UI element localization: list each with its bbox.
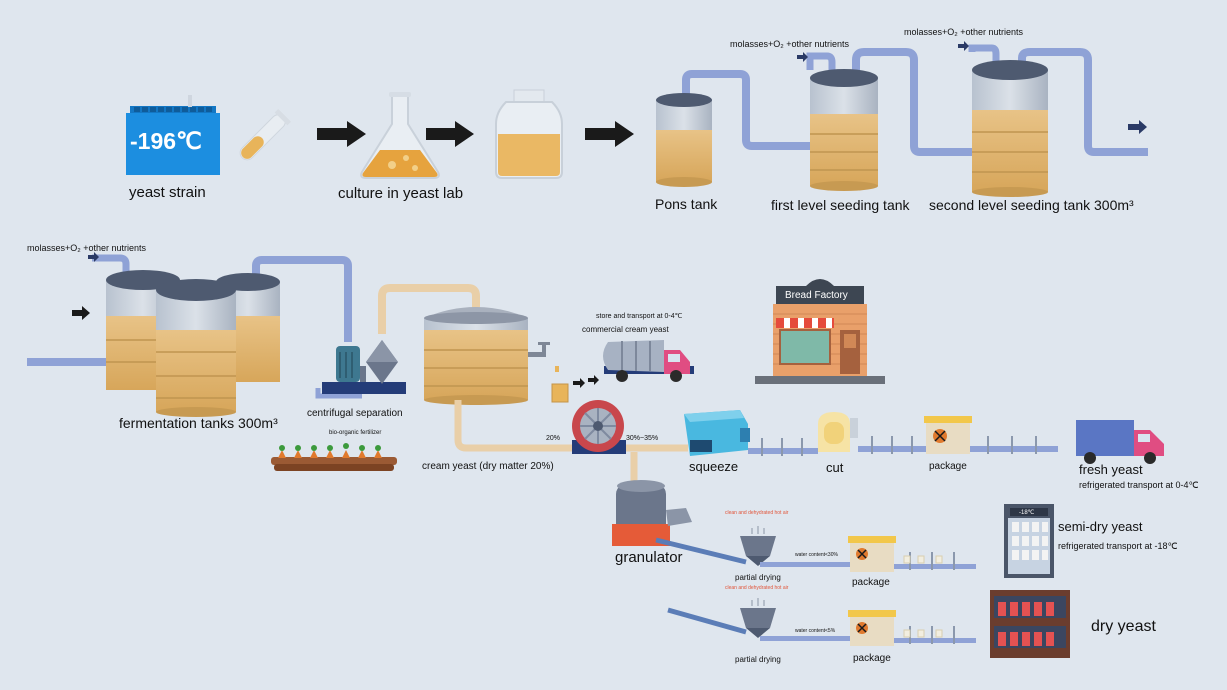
small-arrow-4 (88, 252, 99, 262)
bread-factory-illustration (755, 279, 885, 384)
freezer-box (126, 95, 220, 175)
rotary-filter-illustration (572, 400, 626, 454)
first-level-tank-label: first level seeding tank (771, 197, 910, 213)
hot-air-label-1: clean and dehydrated hot air (725, 510, 789, 516)
package-machine-1 (924, 416, 972, 454)
small-arrow-3 (1128, 120, 1147, 134)
cut-label: cut (826, 460, 844, 475)
arrow-1 (317, 121, 366, 147)
conical-flask (360, 92, 440, 179)
package-label-3: package (853, 653, 891, 664)
fermentation-tanks-label: fermentation tanks 300m³ (119, 415, 278, 431)
granulator-label: granulator (615, 549, 683, 566)
fertilizer-bed-illustration (271, 443, 397, 471)
pons-tank-illustration (656, 70, 810, 187)
commercial-cream-label: commercial cream yeast (582, 325, 669, 334)
dry-yeast-shelf (990, 590, 1070, 658)
centrifugal-separation-label: centrifugal separation (307, 408, 403, 419)
dryer-1 (740, 526, 776, 566)
small-arrow-1 (797, 52, 808, 62)
arrow-3 (585, 121, 634, 147)
partial-drying-label-1: partial drying (735, 573, 781, 582)
package-machine-2 (848, 536, 896, 572)
conveyor-package-out (970, 436, 1058, 454)
freezer-cabinet (1004, 504, 1054, 578)
cutter-illustration (818, 412, 858, 452)
cream-yeast-tank-illustration (424, 307, 569, 405)
semi-dry-yeast-label: semi-dry yeast (1058, 519, 1143, 534)
bread-factory-label: Bread Factory (785, 290, 848, 301)
cream-yeast-label: cream yeast (dry matter 20%) (422, 461, 554, 472)
pons-tank-label: Pons tank (655, 196, 718, 212)
hot-air-label-2: clean and dehydrated hot air (725, 585, 789, 591)
fermentation-tanks-illustration (106, 270, 280, 417)
second-seeding-tank-illustration (968, 44, 1148, 197)
culture-lab-label: culture in yeast lab (338, 185, 464, 202)
arrow-2 (426, 121, 474, 147)
pct-30-35-label: 30%~35% (626, 435, 659, 442)
conveyor-squeeze-cut (748, 438, 818, 456)
second-level-tank-label: second level seeding tank 300m³ (929, 197, 1134, 213)
water-5-label: water content<5% (795, 628, 836, 634)
pct-20-label: 20% (546, 435, 561, 442)
partial-drying-label-2: partial drying (735, 655, 781, 664)
centrifuge-illustration (322, 340, 406, 394)
squeeze-machine-illustration (684, 410, 750, 456)
culture-bottle (495, 89, 563, 179)
nutrients-label-3: molasses+O₂ +other nutrients (27, 243, 147, 253)
first-seeding-tank-illustration (806, 48, 975, 191)
package-label-2: package (852, 577, 890, 588)
refrigerated-fresh-label: refrigerated transport at 0-4℃ (1079, 480, 1199, 490)
tanker-truck-illustration (603, 340, 694, 382)
freezer-temp-label: -18℃ (1019, 510, 1035, 516)
granulator-illustration (612, 480, 692, 546)
yeast-strain-label: yeast strain (129, 184, 206, 201)
water-30-label: water content<30% (795, 552, 838, 558)
refrigerated-semi-label: refrigerated transport at -18℃ (1058, 541, 1178, 551)
squeeze-label: squeeze (689, 459, 739, 474)
bio-fertilizer-label: bio-organic fertilizer (329, 430, 382, 436)
nutrients-label-2: molasses+O₂ +other nutrients (904, 27, 1024, 37)
store-transport-label: store and transport at 0-4℃ (596, 313, 683, 320)
nutrients-label-1: molasses+O₂ +other nutrients (730, 39, 850, 49)
package-label-1: package (929, 461, 967, 472)
dry-yeast-label: dry yeast (1091, 618, 1156, 635)
dryer-2 (740, 598, 776, 638)
fresh-yeast-truck (1076, 420, 1164, 464)
test-tube (239, 109, 291, 161)
small-arrow-2 (958, 41, 969, 51)
conveyor-cut-package (858, 436, 926, 454)
temperature-label: -196℃ (130, 128, 202, 154)
fresh-yeast-label: fresh yeast (1079, 462, 1143, 477)
arrow-ferment-in (72, 306, 90, 320)
package-machine-3 (848, 610, 896, 646)
